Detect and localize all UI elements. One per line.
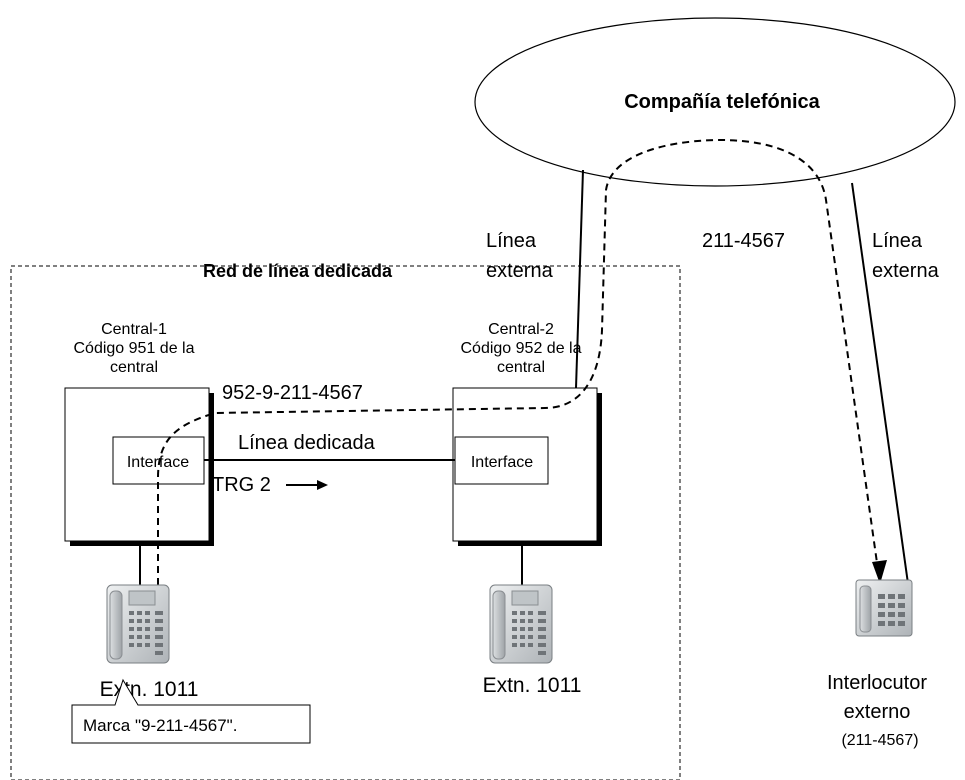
phone-company-ellipse [474, 17, 956, 187]
external-line-right-line1: Línea [872, 230, 923, 252]
callout-text: Marca "9-211-4567". [83, 716, 237, 735]
external-party-line2: externo [844, 701, 911, 723]
outside-number: 211-4567 [702, 230, 785, 252]
external-line-left-line1: Línea [486, 230, 537, 252]
external-line-left-line2: externa [486, 260, 554, 282]
external-line-right-line2: externa [872, 260, 940, 282]
private-network-boundary [10, 265, 681, 780]
pbx2-name: Central-2 [488, 321, 554, 338]
extension1-label: Extn. 1011 [100, 678, 199, 701]
pbx2-interface-label: Interface [471, 454, 533, 471]
phone-icon [106, 584, 170, 664]
external-party-line1: Interlocutor [827, 672, 927, 694]
dialed-number: 952-9-211-4567 [222, 382, 363, 404]
pbx2-code-line2: central [497, 359, 545, 376]
pbx1-code-line2: central [110, 359, 158, 376]
pbx1-interface-label: Interface [127, 454, 189, 471]
trunk-group-label: TRG 2 [212, 474, 271, 496]
external-phone-icon [855, 579, 913, 637]
pbx2-code-line1: Código 952 de la [461, 340, 582, 357]
phone-icon [489, 584, 553, 664]
dedicated-line-label: Línea dedicada [238, 432, 376, 454]
pbx2-interface-box [454, 436, 549, 485]
external-line-right [851, 182, 912, 606]
pbx1-code-line1: Código 951 de la [74, 340, 195, 357]
external-party-number: (211-4567) [841, 732, 918, 749]
private-network-label: Red de línea dedicada [203, 261, 393, 281]
pbx1-name: Central-1 [101, 321, 167, 338]
call-path-arrowhead [872, 560, 887, 584]
pbx2 [452, 387, 602, 546]
external-line-left [575, 169, 584, 389]
trunk-direction-arrow [286, 480, 328, 490]
phone-company-label: Compañía telefónica [624, 91, 820, 113]
call-path-dashed [157, 138, 879, 609]
extension2-label: Extn. 1011 [483, 674, 582, 697]
callout-bubble [71, 678, 311, 744]
